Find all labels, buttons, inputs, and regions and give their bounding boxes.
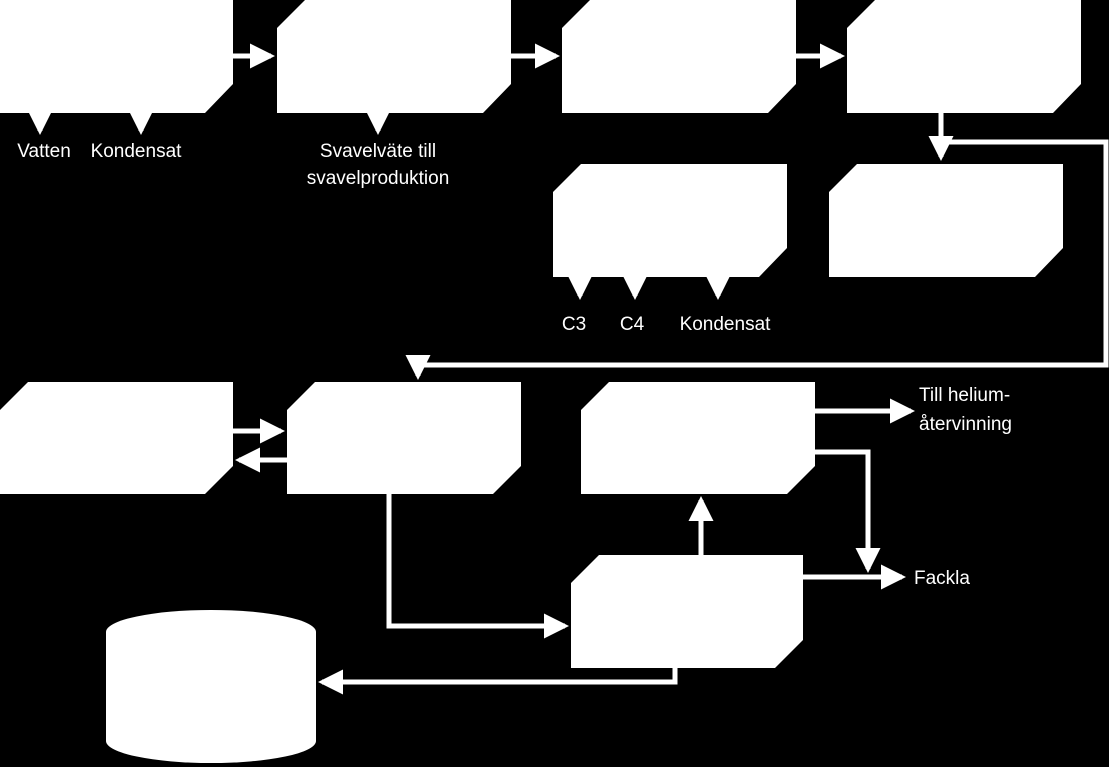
- label-kondensat-mid: Kondensat: [680, 314, 772, 335]
- process-box-5: [829, 164, 1063, 277]
- label-c4: C4: [620, 314, 645, 335]
- label-helium-line2: återvinning: [919, 414, 1012, 435]
- process-box-lower: [571, 555, 803, 668]
- arrow-helium-to-flare: [815, 449, 881, 574]
- label-svavelvate-line1: Svavelväte till: [320, 141, 436, 162]
- label-svavelvate-line2: svavelproduktion: [307, 168, 450, 189]
- process-box-left: [0, 382, 233, 494]
- process-box-helium: [581, 382, 815, 494]
- label-helium-line1: Till helium-: [919, 385, 1010, 406]
- label-kondensat-top: Kondensat: [91, 141, 183, 162]
- label-vatten: Vatten: [17, 141, 71, 162]
- process-box-central: [287, 382, 521, 494]
- label-c3: C3: [562, 314, 586, 335]
- arrow-central-to-lower: [386, 494, 570, 639]
- process-box-2: [277, 0, 511, 113]
- process-box-1: [0, 0, 233, 113]
- arrow-return-to-central: [405, 139, 1109, 381]
- process-box-4: [847, 0, 1081, 113]
- arrow-lower-to-storage: [317, 668, 678, 695]
- storage-tank-icon: [106, 610, 316, 763]
- label-fackla: Fackla: [914, 568, 970, 589]
- process-box-3: [562, 0, 796, 113]
- process-box-fractionation: [553, 164, 787, 277]
